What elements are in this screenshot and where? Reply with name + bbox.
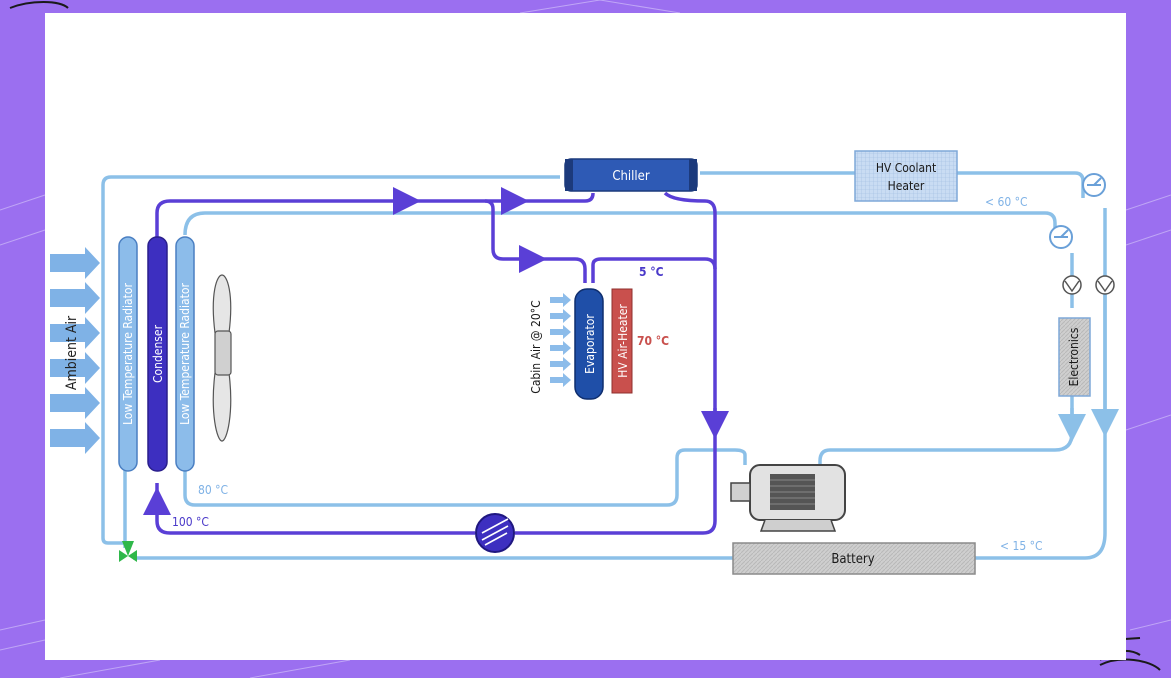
cabin-arrow [550, 373, 571, 387]
three-way-valve-icon [119, 541, 137, 562]
temp-5-label: 5 °C [639, 265, 664, 279]
hv-coolant-heater-line2: Heater [888, 179, 925, 193]
electronics-label: Electronics [1067, 327, 1081, 386]
coolant-loop [101, 171, 1119, 560]
air-arrow [50, 422, 100, 454]
thermal-management-diagram: Ambient Air Low Temperature Radiator Con… [50, 150, 1119, 575]
slide-panel: Ambient Air Low Temperature Radiator Con… [45, 13, 1126, 660]
cabin-arrow [550, 293, 571, 307]
corner-swirl-top-left [9, 1, 69, 9]
pump-icon-middle [1049, 225, 1073, 249]
temp-lt15-label: < 15 °C [1000, 539, 1043, 553]
cabin-arrow [550, 357, 571, 371]
cabin-arrow [550, 309, 571, 323]
motor-icon [730, 464, 846, 532]
evaporator-label: Evaporator [583, 314, 597, 374]
hv-air-heater-label: HV Air-Heater [616, 304, 630, 378]
fan-icon [212, 274, 232, 442]
hv-coolant-heater-line1: HV Coolant [876, 161, 936, 175]
valve-icon-left [1062, 275, 1082, 295]
cabin-air-arrows [550, 293, 571, 387]
valve-icon-right [1095, 275, 1115, 295]
chiller-label: Chiller [612, 169, 650, 184]
condenser-label: Condenser [151, 324, 165, 383]
low-temp-radiator-left-label: Low Temperature Radiator [121, 283, 135, 425]
evaporator [574, 288, 604, 400]
refrigerant-loop [143, 187, 729, 535]
air-arrow [50, 282, 100, 314]
battery-label: Battery [831, 552, 874, 567]
cabin-air-label: Cabin Air @ 20°C [529, 300, 543, 393]
battery [732, 542, 976, 575]
hv-air-heater [611, 288, 633, 394]
cabin-arrow [550, 325, 571, 339]
pump-icon-top [1082, 173, 1106, 197]
low-temp-radiator-left [118, 236, 138, 472]
compressor-icon [475, 513, 515, 553]
condenser [147, 236, 168, 472]
temp-lt60-label: < 60 °C [985, 195, 1028, 209]
hv-coolant-heater [854, 150, 958, 202]
temp-100-label: 100 °C [172, 515, 209, 529]
electronics-box [1058, 317, 1091, 397]
ambient-air-label: Ambient Air [64, 315, 80, 390]
low-temp-radiator-right [175, 236, 195, 472]
temp-70-label: 70 °C [637, 334, 669, 348]
ambient-air-arrows [50, 247, 100, 454]
temp-80-label: 80 °C [198, 483, 228, 497]
cabin-arrow [550, 341, 571, 355]
chiller [564, 158, 698, 192]
air-arrow [50, 387, 100, 419]
low-temp-radiator-right-label: Low Temperature Radiator [178, 283, 192, 425]
air-arrow [50, 352, 100, 384]
air-arrow [50, 247, 100, 279]
air-arrow [50, 317, 100, 349]
